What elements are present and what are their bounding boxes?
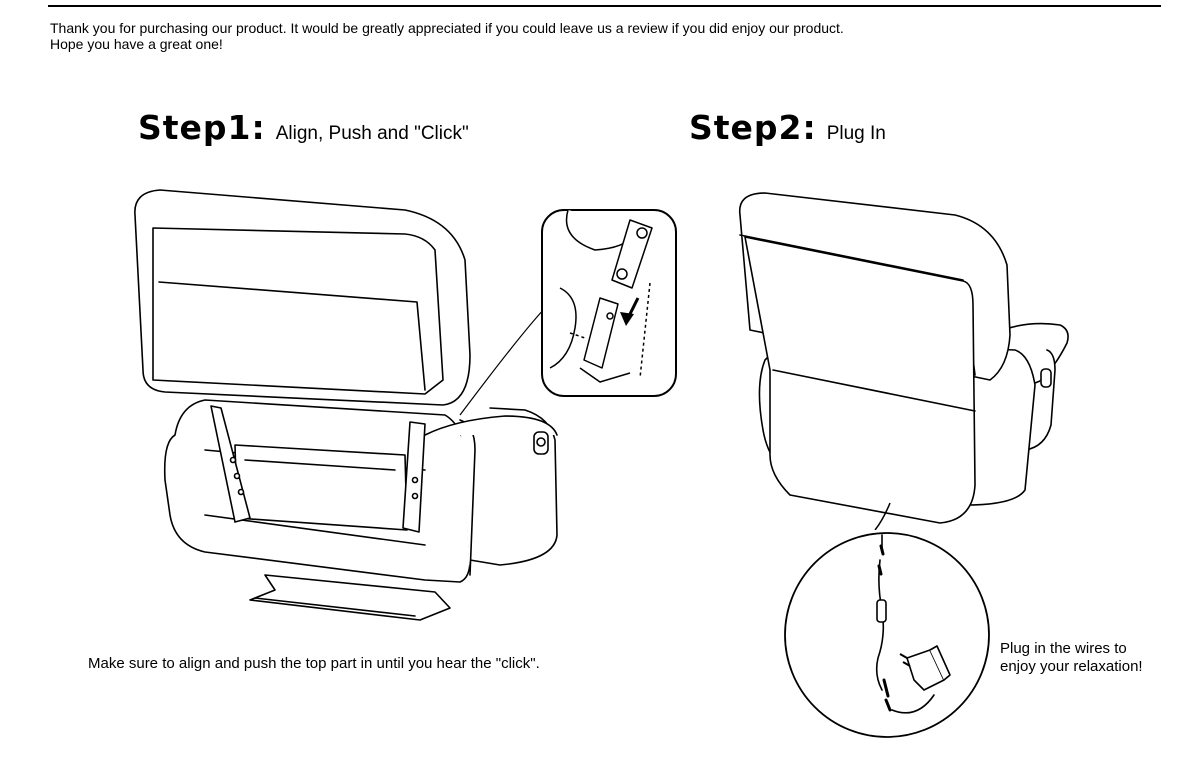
step1-heading: Step1: Align, Push and "Click" [138, 108, 469, 147]
power-cord-adapter-icon [784, 532, 990, 738]
intro-line-2: Hope you have a great one! [50, 36, 223, 52]
intro-line-1: Thank you for purchasing our product. It… [50, 20, 844, 36]
step1-caption: Make sure to align and push the top part… [88, 655, 540, 672]
step2-caption-line-2: enjoy your relaxation! [1000, 658, 1143, 675]
step2-caption: Plug in the wires to enjoy your relaxati… [1000, 640, 1190, 676]
step2-title: Step2: [689, 108, 817, 147]
step1-title: Step1: [138, 108, 266, 147]
step2-subtitle: Plug In [826, 123, 886, 144]
recliner-rear-icon [738, 192, 1069, 530]
recliner-back-attachment-icon [134, 189, 558, 621]
step2-caption-line-1: Plug in the wires to [1000, 640, 1127, 657]
step1-subtitle: Align, Push and "Click" [275, 123, 469, 144]
step2-heading: Step2: Plug In [689, 108, 886, 147]
bracket-slide-detail-icon [541, 209, 677, 397]
top-divider [48, 5, 1161, 7]
intro-text: Thank you for purchasing our product. It… [50, 20, 1100, 52]
